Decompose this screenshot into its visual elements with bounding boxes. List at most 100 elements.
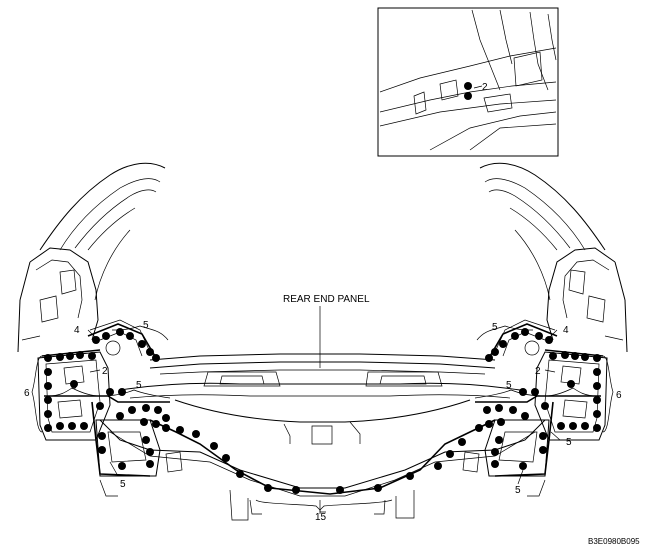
weld-spot [44,354,52,362]
callout-5-right-lower: 5 [566,437,572,448]
weld-spot [336,486,344,494]
weld-spot [76,351,84,359]
weld-spot [162,414,170,422]
callout-5-right-bottom: 5 [515,485,521,496]
weld-spot [210,442,218,450]
weld-spot [497,418,505,426]
weld-spot [146,448,154,456]
weld-spot [152,354,160,362]
weld-spot [434,462,442,470]
callout-4-left: 4 [74,325,80,336]
callout-4-right: 4 [563,325,569,336]
callout-5-right-top: 5 [492,322,498,333]
labels: REAR END PANEL 4 5 2 6 5 5 5 15 5 4 2 5 … [24,294,640,546]
weld-spot [491,448,499,456]
weld-spot [44,410,52,418]
weld-spot [192,430,200,438]
weld-spot [541,402,549,410]
weld-spot [557,422,565,430]
body-structure [17,162,628,521]
weld-spot [485,420,493,428]
weld-spot [264,484,272,492]
weld-spot [138,340,146,348]
weld-spot [44,424,52,432]
weld-spot [491,460,499,468]
weld-spot [140,418,148,426]
callout-2-right: 2 [535,366,541,377]
callout-6-right: 6 [616,390,622,401]
weld-spot [142,436,150,444]
weld-spot [519,388,527,396]
weld-spot [44,396,52,404]
weld-spot [70,380,78,388]
weld-spot [475,424,483,432]
weld-spot [98,446,106,454]
weld-spot [545,336,553,344]
weld-spot [116,412,124,420]
weld-spot [464,82,472,90]
weld-outlines [41,323,604,495]
weld-spot [406,472,414,480]
weld-spot [519,462,527,470]
weld-spot [593,396,601,404]
callout-5-right-mid: 5 [506,380,512,391]
weld-spot [92,336,100,344]
weld-spot [539,446,547,454]
weld-spot [593,354,601,362]
weld-spot [485,354,493,362]
weld-spot [98,432,106,440]
weld-spot [521,412,529,420]
weld-spot [458,438,466,446]
weld-spot [446,450,454,458]
weld-spot [593,424,601,432]
weld-spot [126,332,134,340]
weld-spot [561,351,569,359]
weld-spot [102,332,110,340]
weld-spot [539,432,547,440]
weld-spot [511,332,519,340]
weld-spot [68,422,76,430]
weld-spot [483,406,491,414]
weld-spot [56,353,64,361]
callout-5-left-mid: 5 [71,381,77,392]
weld-spot [118,462,126,470]
weld-spot [56,422,64,430]
weld-spot [66,352,74,360]
weld-spot [44,368,52,376]
weld-spot [146,348,154,356]
weld-spot [593,368,601,376]
weld-spot [142,404,150,412]
callout-15-bottom: 15 [315,512,327,523]
weld-spot [44,382,52,390]
weld-spot [80,422,88,430]
callout-5-left-top: 5 [143,320,149,331]
weld-spot [499,340,507,348]
weld-spot [571,352,579,360]
weld-spot [96,402,104,410]
callout-5-left-inner: 5 [136,380,142,391]
weld-spot [549,352,557,360]
weld-spot [567,380,575,388]
weld-spot [176,426,184,434]
weld-spot [535,332,543,340]
callout-leaders [31,306,614,514]
weld-spot [495,436,503,444]
weld-spot [581,422,589,430]
weld-spot [495,404,503,412]
weld-spot [88,352,96,360]
weld-spot [236,470,244,478]
weld-spot [222,454,230,462]
weld-spot [464,92,472,100]
weld-spot [491,348,499,356]
weld-spot [581,353,589,361]
weld-spot [162,424,170,432]
weld-spot [128,406,136,414]
weld-spot [146,460,154,468]
figure-code: B3E0980B095 [588,537,640,546]
weld-spot [292,486,300,494]
weld-spot [531,388,539,396]
weld-spot [593,382,601,390]
callout-6-left: 6 [24,388,30,399]
